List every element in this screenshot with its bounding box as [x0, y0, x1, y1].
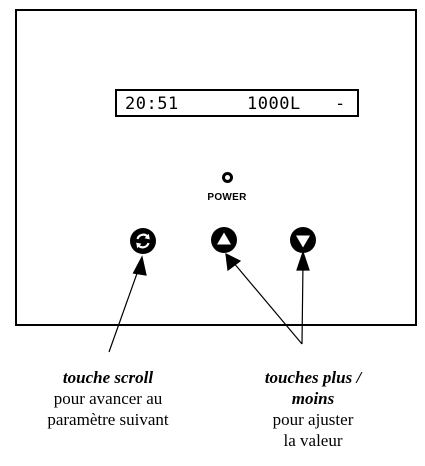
scroll-button[interactable]: [129, 227, 157, 255]
plus-minus-caption-title-1: touches plus /: [264, 368, 362, 387]
scroll-arrowhead: [132, 255, 147, 276]
scroll-caption-title: touche scroll: [62, 368, 154, 387]
minus-callout-arrow: [301, 261, 304, 345]
display-symbol: -: [335, 94, 346, 114]
scroll-caption-line2: paramètre suivant: [47, 410, 169, 429]
scroll-callout-arrow: [108, 264, 141, 353]
up-triangle-circle-icon: [211, 227, 237, 253]
display-volume: 1000L: [247, 94, 301, 114]
power-label: POWER: [207, 192, 247, 203]
power-indicator-icon: [222, 172, 233, 183]
plus-minus-caption-title-2: moins: [291, 389, 335, 408]
scroll-caption-line1: pour avancer au: [53, 389, 163, 408]
minus-arrowhead: [296, 250, 310, 271]
plus-minus-caption-line1: pour ajuster: [272, 410, 354, 429]
plus-callout-arrow: [232, 261, 303, 345]
refresh-circle-icon: [130, 228, 156, 254]
plus-minus-caption: touches plus / moins pour ajuster la val…: [246, 367, 380, 451]
minus-button[interactable]: [289, 226, 317, 254]
plus-minus-caption-line2: la valeur: [283, 431, 343, 450]
display-time: 20:51: [125, 94, 179, 114]
plus-arrowhead: [225, 252, 242, 272]
scroll-caption: touche scroll pour avancer au paramètre …: [18, 367, 198, 430]
plus-button[interactable]: [210, 226, 238, 254]
down-triangle-circle-icon: [290, 227, 316, 253]
lcd-display: 20:51 1000L -: [115, 89, 359, 117]
control-panel: 20:51 1000L -: [15, 9, 417, 326]
